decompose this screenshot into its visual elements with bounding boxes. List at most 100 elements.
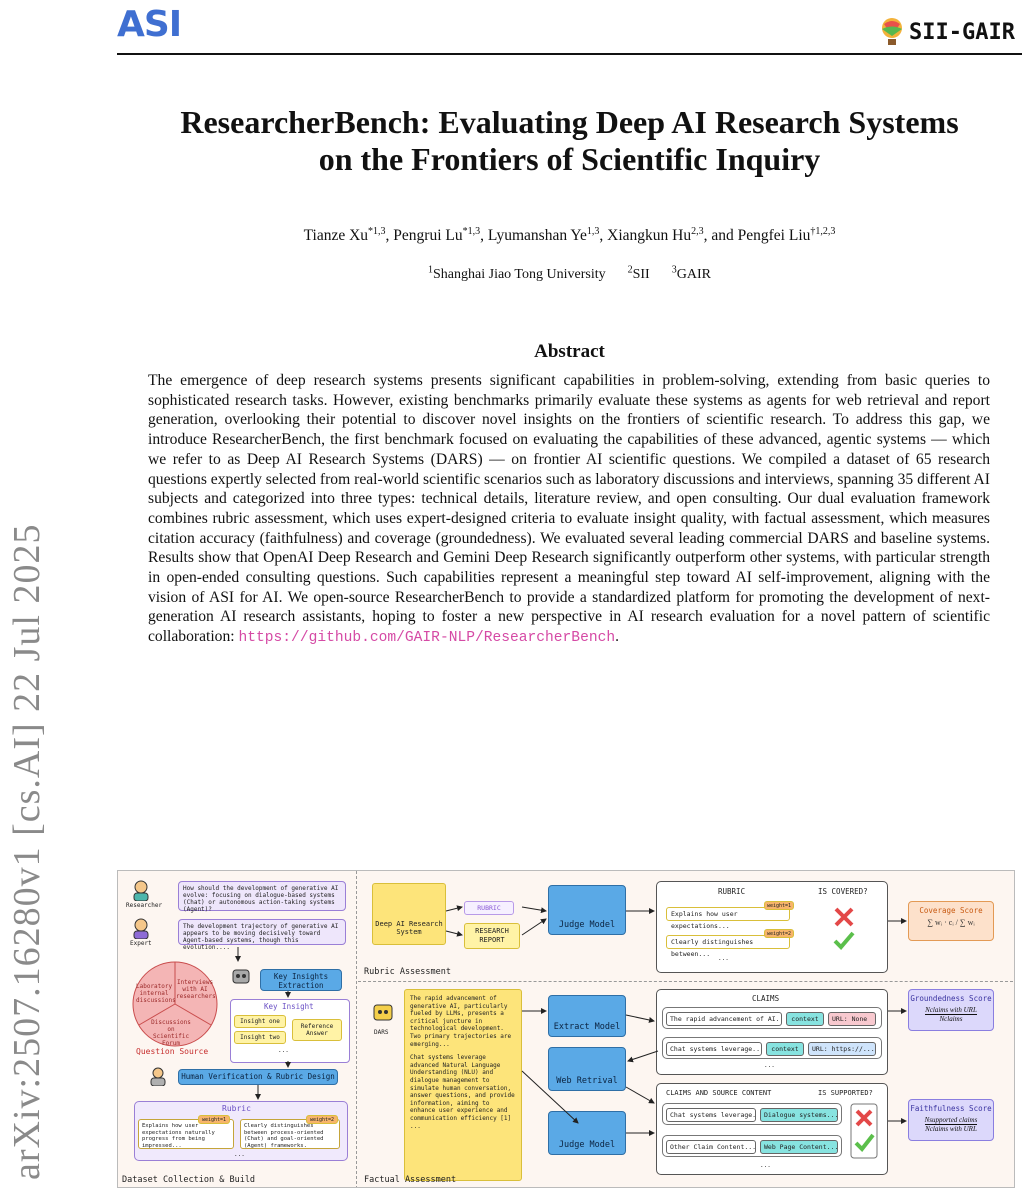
- rubric-weight-2: weight=2: [764, 929, 794, 938]
- rubric-coverage-panel: [656, 881, 888, 973]
- source-ellipsis: ...: [760, 1162, 771, 1169]
- rubric-item-2: Clearly distinguishes between process-or…: [240, 1119, 340, 1149]
- source-content-header: CLAIMS AND SOURCE CONTENT: [666, 1089, 772, 1097]
- author-affiliation-marker: †1,2,3: [810, 226, 836, 237]
- claim-2-text: Chat systems leverage...: [666, 1042, 762, 1056]
- researcher-icon: [133, 880, 149, 901]
- figure-divider-vertical: [356, 871, 357, 1187]
- dars-factual-robot-icon: [373, 1004, 393, 1021]
- insight-one: Insight one: [234, 1015, 286, 1028]
- author-affiliation-marker: *1,3: [368, 226, 386, 237]
- human-verification-icon: [150, 1067, 166, 1086]
- reference-answer: Reference Answer: [292, 1019, 342, 1041]
- groundedness-score-box: Groundedness Score Nclaims with URL Ncla…: [908, 989, 994, 1031]
- affiliation-name: Shanghai Jiao Tong University: [433, 266, 606, 282]
- researcher-label: Researcher: [126, 902, 163, 909]
- is-covered-header: IS COVERED?: [818, 887, 868, 896]
- insight-two: Insight two: [234, 1031, 286, 1044]
- github-link[interactable]: https://github.com/GAIR-NLP/ResearcherBe…: [238, 630, 616, 647]
- author-name: Xiangkun Hu: [607, 227, 692, 245]
- author-affiliation-marker: *1,3: [462, 226, 481, 237]
- abstract-text: The emergence of deep research systems p…: [148, 372, 990, 646]
- author-affiliation-marker: 2,3: [691, 226, 704, 237]
- groundedness-numerator: Nclaims with URL: [925, 1006, 977, 1015]
- affiliation-name: GAIR: [676, 266, 711, 282]
- asi-logo: ASI: [117, 4, 182, 45]
- web-retrieval-box: Web Retrival: [548, 1047, 626, 1091]
- weight-2-tag: weight=2: [306, 1115, 338, 1124]
- robot-icon: [232, 969, 250, 984]
- research-report-box: RESEARCH REPORT: [464, 923, 520, 949]
- source-1-content: Dialogue systems...: [760, 1108, 838, 1122]
- coverage-score-box: Coverage Score ∑ wᵢ · cᵢ / ∑ wᵢ: [908, 901, 994, 941]
- dars-box: Deep AI Research System: [372, 883, 446, 945]
- title-line-2: on the Frontiers of Scientific Inquiry: [318, 141, 821, 177]
- arxiv-identifier: arXiv:2507.16280v1 [cs.AI] 22 Jul 2025: [6, 523, 48, 1180]
- claim-1-text: The rapid advancement of AI...: [666, 1012, 782, 1026]
- source-2-claim: Other Claim Content...: [666, 1140, 756, 1154]
- affiliation-list: 1Shanghai Jiao Tong University 2SII 3GAIR: [117, 264, 1022, 283]
- faithfulness-numerator: Nsupported claims: [924, 1116, 978, 1125]
- sii-gair-logo: SII-GAIR: [881, 18, 1015, 46]
- rubric-tag: RUBRIC: [464, 901, 514, 915]
- dars-factual-label: DARS: [374, 1029, 389, 1036]
- affiliation-marker: 3: [671, 264, 677, 275]
- rubric-assessment-caption: Rubric Assessment: [364, 967, 451, 977]
- coverage-score-label: Coverage Score: [919, 906, 983, 915]
- affiliation-name: SII: [632, 266, 650, 282]
- rubric-header: RUBRIC: [718, 887, 746, 896]
- dars-report-box: The rapid advancement of generative AI, …: [404, 989, 522, 1181]
- rubric-check-item-2: Clearly distinguishes between...: [666, 935, 790, 958]
- header-rule: [117, 53, 1022, 55]
- expert-icon: [133, 918, 149, 939]
- author-list: Tianze Xu*1,3, Pengrui Lu*1,3, Lyumansha…: [303, 226, 836, 245]
- dataset-collection-caption: Dataset Collection & Build: [122, 1175, 256, 1185]
- claim-1-context: context: [786, 1012, 824, 1026]
- pie-slice-forum: Discussions on Scientific Forum: [151, 1019, 191, 1047]
- key-insights-extraction-box: Key Insights Extraction: [260, 969, 342, 991]
- source-2-content: Web Page Content...: [760, 1140, 838, 1154]
- balloon-icon: [882, 18, 903, 45]
- pie-slice-interviews: Interviews with AI researchers: [176, 979, 216, 1000]
- author-name: Lyumanshan Ye: [487, 227, 587, 245]
- affiliation: 3GAIR: [671, 264, 711, 282]
- rubric-panel-title: Rubric: [222, 1104, 251, 1113]
- factual-assessment-caption: Factual Assessment: [364, 1175, 457, 1185]
- faithfulness-denominator: Nclaims with URL: [925, 1125, 977, 1133]
- rubric-weight-1: weight=1: [764, 901, 794, 910]
- expert-answer: The development trajectory of generative…: [178, 919, 346, 951]
- report-ellipsis: ...: [410, 1122, 421, 1130]
- report-paragraph-2: Chat systems leverage advanced Natural L…: [410, 1054, 515, 1122]
- figure-divider-horizontal: [358, 981, 1013, 982]
- key-insight-title: Key Insight: [264, 1002, 314, 1011]
- question-source-pie: [132, 961, 218, 1047]
- source-content-panel: [656, 1083, 888, 1175]
- insight-ellipsis: ...: [278, 1047, 289, 1054]
- weight-1-tag: weight=1: [198, 1115, 230, 1124]
- question-source-label: Question Source: [136, 1047, 209, 1056]
- affiliation-marker: 1: [428, 264, 434, 275]
- judge-model-box-factual: Judge Model: [548, 1111, 626, 1155]
- title-line-1: ResearcherBench: Evaluating Deep AI Rese…: [180, 104, 959, 140]
- expert-label: Expert: [130, 940, 152, 947]
- author-name: Tianze Xu: [303, 227, 369, 245]
- claim-2-context: context: [766, 1042, 804, 1056]
- claims-header: CLAIMS: [752, 994, 780, 1003]
- report-paragraph-1: The rapid advancement of generative AI, …: [410, 995, 512, 1048]
- faithfulness-score-box: Faithfulness Score Nsupported claims Ncl…: [908, 1099, 994, 1141]
- groundedness-score-label: Groundedness Score: [910, 994, 992, 1003]
- claims-ellipsis: ...: [764, 1062, 775, 1069]
- source-1-claim: Chat systems leverage...: [666, 1108, 756, 1122]
- claims-panel: [656, 989, 888, 1075]
- rubric-coverage-ellipsis: ...: [718, 955, 729, 962]
- abstract-heading: Abstract: [534, 341, 605, 362]
- researcher-question: How should the development of generative…: [178, 881, 346, 913]
- judge-model-box-rubric: Judge Model: [548, 885, 626, 935]
- pie-slice-lab-discussions: Laboratory internal discussions: [136, 983, 176, 1004]
- supported-marks-icon: [850, 1103, 878, 1159]
- faithfulness-score-label: Faithfulness Score: [910, 1104, 992, 1113]
- abstract-body: The emergence of deep research systems p…: [148, 371, 990, 649]
- affiliation: 2SII: [628, 264, 650, 282]
- covered-marks-icon: [833, 907, 855, 950]
- abstract-end: .: [615, 628, 620, 646]
